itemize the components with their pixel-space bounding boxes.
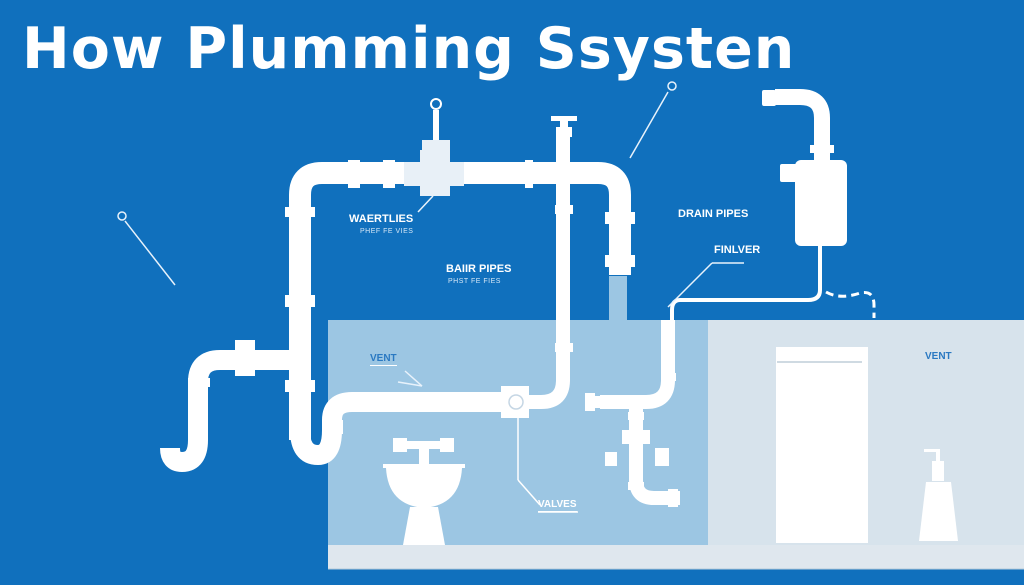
u-bend-pipe [290, 392, 505, 466]
dashed-line [825, 290, 876, 318]
label-water-lines-sub: PHEF FE VIES [360, 228, 414, 235]
water-flow [609, 276, 627, 326]
water-heater-icon [762, 90, 847, 246]
page-title: How Plumming Ssysten [22, 16, 796, 82]
tap-riser [505, 128, 570, 409]
pipe-couplings [188, 160, 678, 507]
valve-icon [501, 386, 578, 513]
soap-dispenser-icon [919, 449, 958, 541]
finlver-line [670, 245, 822, 325]
door-icon [776, 347, 868, 543]
leader-lines [117, 81, 744, 387]
sink-icon [383, 438, 465, 545]
label-water-lines: WAERTLIES [349, 213, 414, 225]
floor [328, 545, 1024, 569]
label-drain-pipes: DRAIN PIPES [678, 208, 749, 220]
label-vent-right: VENT [925, 351, 952, 362]
tap-icon [551, 116, 577, 137]
heater-feed-pipe [775, 89, 830, 160]
label-valves: VALVES [538, 499, 577, 512]
label-bath-pipes: BAIIR PIPES [446, 263, 512, 275]
pipe-network [160, 89, 876, 505]
p-trap-left [160, 350, 300, 473]
label-finlver: FINLVER [714, 244, 761, 256]
top-valve-icon [404, 98, 464, 196]
label-vent-left: VENT [370, 353, 397, 366]
drop-pipe [629, 402, 680, 505]
label-bath-pipes-sub: PHST FE FIES [448, 278, 501, 285]
